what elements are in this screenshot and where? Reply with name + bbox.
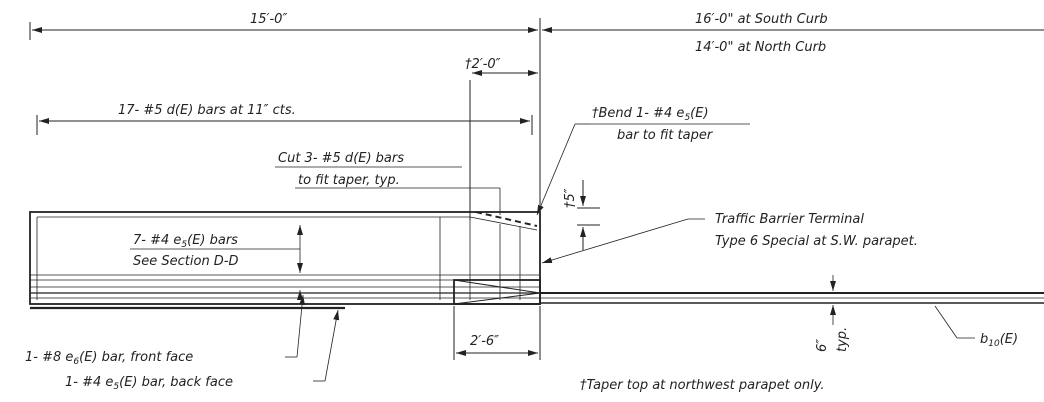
e5-bars-suffix: (E) bars [187, 233, 238, 248]
callout-e5-bars: 7- #4 e5(E) bars [133, 233, 238, 250]
front-face-suffix: (E) bar, front face [79, 350, 193, 365]
b10-suffix: (E) [1000, 332, 1018, 347]
back-face-subscript: 5 [113, 382, 119, 392]
e5-bars-subscript: 5 [181, 240, 187, 250]
terminal-length-dimension [453, 306, 541, 360]
bend-bar-subscript: 5 [684, 113, 690, 123]
taper-height-dimension [577, 180, 600, 250]
back-face-suffix: (E) bar, back face [119, 375, 233, 390]
bend-bar-suffix: (E) [690, 106, 708, 121]
dim-slab-offset-note: typ. [835, 327, 850, 352]
dim-north-curb: 14′-0" at North Curb [695, 40, 826, 55]
taper-footnote: †Taper top at northwest parapet only. [580, 378, 825, 393]
callout-cut-bars-1: Cut 3- #5 d(E) bars [278, 151, 404, 166]
callout-b10: b10(E) [980, 332, 1018, 349]
back-face-prefix: 1- #4 e [65, 375, 113, 390]
deck-lines [540, 292, 1044, 304]
callout-cut-bars-2: to fit taper, typ. [298, 173, 400, 188]
dim-taper-height: †5″ [563, 188, 578, 208]
callout-d-bars: 17- #5 d(E) bars at 11″ cts. [118, 103, 296, 118]
barrier-terminal [29, 211, 541, 310]
dim-slab-offset: 6″ [815, 339, 830, 352]
b10-prefix: b [980, 332, 988, 347]
taper-dimension [469, 70, 538, 220]
dim-terminal-length: 2′-6″ [470, 334, 499, 349]
callout-terminal-1: Traffic Barrier Terminal [715, 212, 864, 227]
front-face-prefix: 1- #8 e [25, 350, 73, 365]
d-bars-dimension [36, 115, 533, 135]
e5-bars-prefix: 7- #4 e [133, 233, 181, 248]
overall-dimension-lines [29, 18, 1044, 205]
dim-taper-length: †2′-0″ [465, 57, 501, 72]
callout-bend-bar-2: bar to fit taper [617, 128, 714, 143]
callout-bend-bar: †Bend 1- #4 e5(E) [592, 106, 709, 123]
callout-terminal-2: Type 6 Special at S.W. parapet. [715, 234, 918, 249]
front-face-subscript: 6 [73, 357, 79, 367]
callout-back-face: 1- #4 e5(E) bar, back face [65, 375, 233, 392]
bend-bar-prefix: †Bend 1- #4 e [592, 106, 684, 121]
dim-south-curb: 16′-0" at South Curb [695, 12, 828, 27]
b10-subscript: 10 [988, 339, 1000, 349]
dim-overall-left: 15′-0″ [250, 12, 287, 27]
callout-section-ref: See Section D-D [133, 254, 239, 269]
callout-front-face: 1- #8 e6(E) bar, front face [25, 350, 193, 367]
